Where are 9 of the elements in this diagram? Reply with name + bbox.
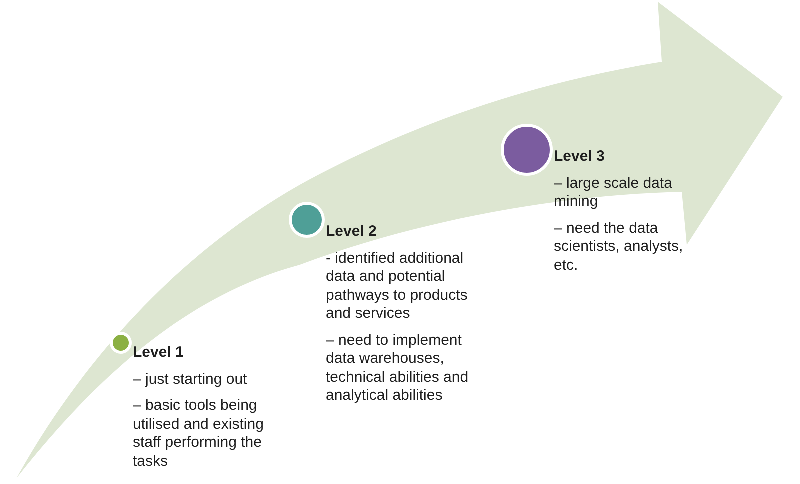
bullet-text: – basic tools being utilised and existing staff performing the tasks [133, 397, 265, 471]
bullet-text: – large scale data mining [554, 174, 674, 212]
bullet-text: - identified additional data and potential pathways to products and services [326, 250, 469, 324]
bullet-text: – just starting out [133, 370, 248, 389]
bullet-text: – need the data scientists, analysts, etc. [554, 220, 684, 275]
level-heading: Level 2 [326, 223, 378, 242]
bullet-text: – need to implement data warehouses, technical abilities and analytical abilities [326, 332, 470, 406]
level-heading: Level 3 [554, 148, 606, 166]
level-heading: Level 1 [133, 344, 185, 362]
